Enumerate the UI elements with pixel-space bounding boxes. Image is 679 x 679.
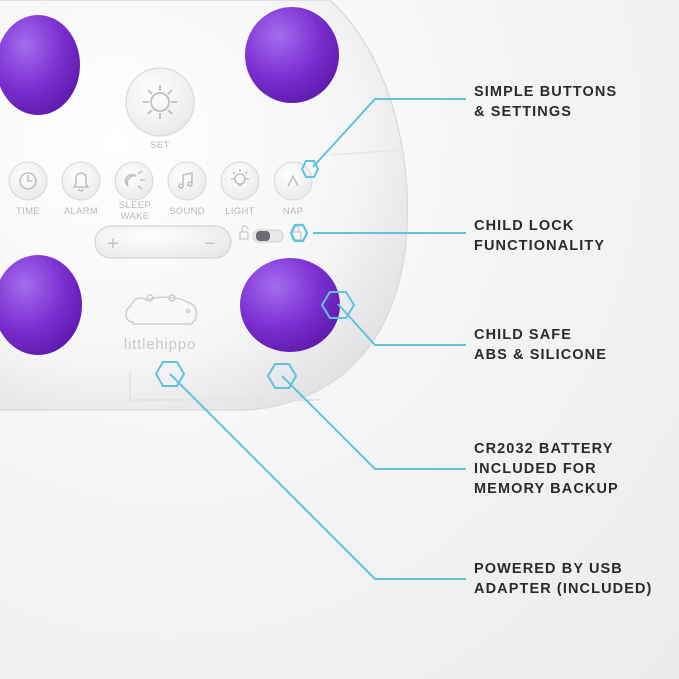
callout-text: FUNCTIONALITY bbox=[474, 238, 606, 254]
callout-text: SIMPLE BUTTONS bbox=[474, 84, 618, 100]
bell-icon bbox=[72, 172, 90, 192]
callout-text: INCLUDED FOR bbox=[474, 461, 597, 477]
unlock-icon bbox=[239, 225, 249, 240]
foot-bottom-left bbox=[0, 255, 82, 355]
time-button[interactable]: TIME bbox=[8, 161, 48, 217]
callout-text: CHILD SAFE bbox=[474, 327, 572, 343]
sleep-label: SLEEP bbox=[119, 200, 151, 211]
gear-icon bbox=[143, 85, 177, 119]
sound-button[interactable]: SOUND bbox=[167, 161, 207, 217]
callout-text: CHILD LOCK bbox=[474, 218, 575, 234]
minus-label: − bbox=[204, 233, 216, 255]
set-button[interactable]: SET bbox=[125, 67, 195, 151]
nap-icon bbox=[287, 174, 299, 187]
sound-label: SOUND bbox=[169, 206, 205, 217]
callout-child-lock: CHILD LOCK FUNCTIONALITY bbox=[474, 216, 605, 256]
silicone-feet bbox=[0, 7, 340, 355]
connector-1 bbox=[312, 98, 466, 168]
set-label: SET bbox=[150, 140, 169, 151]
callout-simple-buttons: SIMPLE BUTTONS & SETTINGS bbox=[474, 82, 617, 122]
volume-rocker[interactable]: + − bbox=[94, 225, 232, 259]
callout-text: CR2032 BATTERY bbox=[474, 441, 614, 457]
light-label: LIGHT bbox=[225, 206, 254, 217]
nap-label: NAP bbox=[283, 206, 303, 217]
callout-text: & SETTINGS bbox=[474, 104, 573, 120]
callout-text: MEMORY BACKUP bbox=[474, 481, 619, 497]
light-button[interactable]: LIGHT bbox=[220, 161, 260, 217]
connector-3 bbox=[337, 303, 466, 346]
callout-child-safe: CHILD SAFE ABS & SILICONE bbox=[474, 325, 607, 365]
callout-text: ABS & SILICONE bbox=[474, 347, 608, 363]
connector-4 bbox=[281, 375, 466, 470]
hex-marker-5 bbox=[154, 361, 186, 387]
hex-marker-2 bbox=[289, 223, 309, 243]
music-note-icon bbox=[178, 172, 193, 189]
foot-bottom-right bbox=[240, 258, 340, 352]
foot-top-right bbox=[245, 7, 339, 103]
callout-text: POWERED BY USB bbox=[474, 561, 623, 577]
hippo-icon bbox=[125, 294, 198, 325]
brand-name: littlehippo bbox=[124, 336, 196, 353]
callout-text: ADAPTER (INCLUDED) bbox=[474, 581, 653, 597]
connector-5 bbox=[169, 373, 466, 580]
child-lock-switch[interactable] bbox=[239, 225, 302, 243]
littlehippo-logo: littlehippo bbox=[124, 294, 198, 353]
alarm-label: ALARM bbox=[64, 206, 98, 217]
wake-label: WAKE bbox=[121, 211, 150, 222]
hex-marker-3 bbox=[320, 291, 356, 319]
callout-usb-power: POWERED BY USB ADAPTER (INCLUDED) bbox=[474, 559, 653, 599]
hex-marker-1 bbox=[300, 160, 320, 178]
sleep-wake-button[interactable]: SLEEP WAKE bbox=[114, 161, 154, 222]
sleep-wake-icon bbox=[124, 170, 145, 190]
hex-marker-4 bbox=[266, 363, 298, 389]
light-bulb-icon bbox=[231, 169, 249, 186]
time-label: TIME bbox=[16, 206, 40, 217]
button-row: TIME ALARM SLEEP WAKE bbox=[8, 161, 313, 222]
clock-icon bbox=[19, 172, 37, 190]
alarm-button[interactable]: ALARM bbox=[61, 161, 101, 217]
callout-connectors bbox=[154, 98, 466, 580]
foot-top-left bbox=[0, 15, 80, 115]
plus-label: + bbox=[107, 233, 119, 255]
callout-battery: CR2032 BATTERY INCLUDED FOR MEMORY BACKU… bbox=[474, 439, 619, 499]
